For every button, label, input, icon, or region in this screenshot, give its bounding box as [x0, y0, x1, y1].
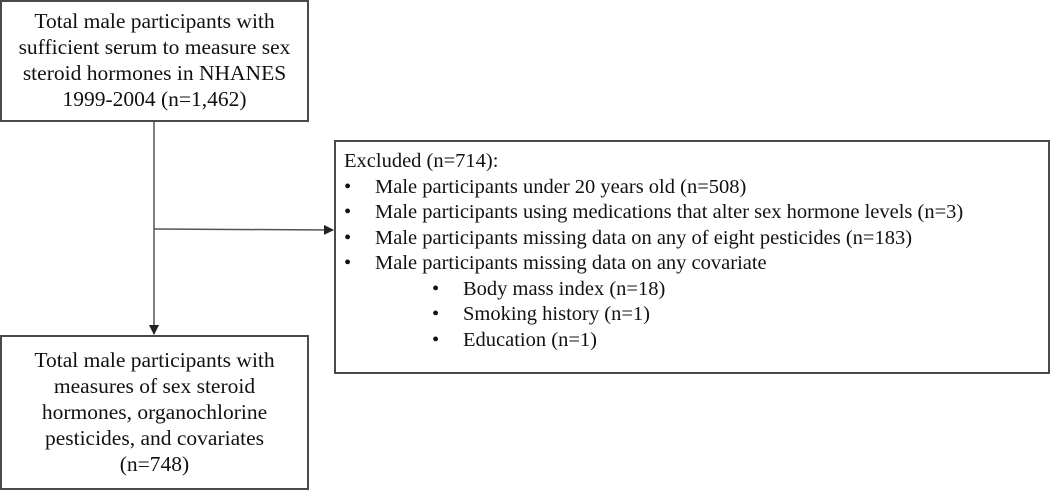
covariate-item: Body mass index (n=18): [432, 277, 1040, 303]
box-text-line: hormones, organochlorine: [41, 399, 268, 424]
horizontal-arrow: [153, 224, 334, 235]
covariate-item: Smoking history (n=1): [432, 302, 1040, 328]
covariate-item: Education (n=1): [432, 328, 1040, 354]
exclusion-item: Male participants using medications that…: [344, 200, 1040, 226]
final-participants-box: Total male participants with measures of…: [0, 335, 309, 490]
box-text-line: measures of sex steroid: [53, 373, 256, 398]
initial-participants-box: Total male participants with sufficient …: [0, 0, 309, 122]
box-text-line: Total male participants with: [34, 9, 275, 33]
exclusion-list: Male participants under 20 years old (n=…: [344, 175, 1040, 277]
box-text-line: steroid hormones in NHANES: [22, 61, 287, 85]
excluded-title: Excluded (n=714):: [344, 150, 499, 172]
box-text-line: sufficient serum to measure sex: [18, 35, 291, 59]
exclusion-item: Male participants under 20 years old (n=…: [344, 175, 1040, 201]
exclusion-item: Male participants missing data on any co…: [344, 251, 1040, 277]
box-text-line: pesticides, and covariates: [44, 425, 265, 450]
box-text-line: Total male participants with: [34, 347, 275, 372]
box-text-line: 1999-2004 (n=1,462): [62, 87, 247, 111]
exclusion-item: Male participants missing data on any of…: [344, 226, 1040, 252]
excluded-box: Excluded (n=714): Male participants unde…: [334, 140, 1050, 374]
covariate-sublist: Body mass index (n=18) Smoking history (…: [344, 277, 1040, 354]
box-text-line: (n=748): [119, 451, 190, 476]
